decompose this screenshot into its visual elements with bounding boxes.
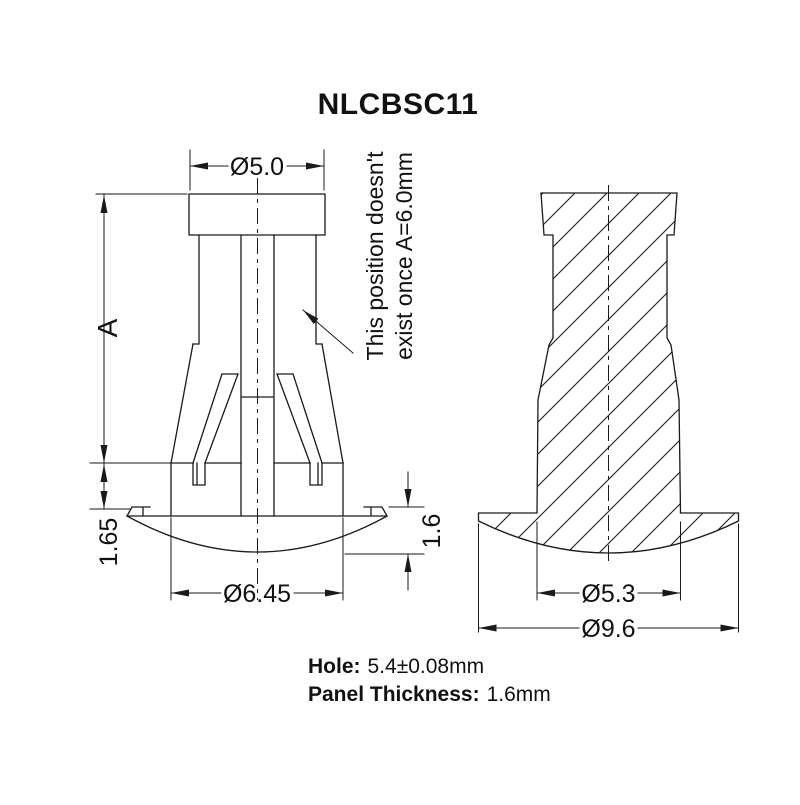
flange-outline (126, 506, 388, 517)
neck-outline (170, 462, 344, 517)
center-post (240, 234, 275, 517)
body-outline (192, 234, 323, 345)
leg-feet (192, 462, 323, 486)
page-title: NLCBSC11 (318, 88, 479, 121)
note-panel: Panel Thickness: 1.6mm (308, 683, 551, 706)
snap-legs (192, 373, 323, 464)
annotation-line1: This position doesn't (362, 151, 388, 361)
notes: Hole: 5.4±0.08mm Panel Thickness: 1.6mm (308, 655, 551, 706)
dim-base-diameter: Ø6.45 (223, 580, 291, 608)
dish-arc (126, 515, 388, 553)
dim-flange-height: 1.65 (95, 518, 123, 567)
left-view-dimensions: Ø5.0 A 1.65 1.6 Ø6.45 This position does… (89, 149, 446, 608)
note-hole: Hole: 5.4±0.08mm (308, 655, 484, 678)
dim-panel-gap: 1.6 (418, 514, 446, 549)
dim-flange-diameter: Ø9.6 (581, 615, 635, 643)
annotation-arrow-icon (303, 310, 319, 324)
annotation-line2: exist once A=6.0mm (391, 152, 417, 360)
annotation-note: This position doesn't exist once A=6.0mm (362, 151, 417, 361)
note-panel-label: Panel Thickness: (308, 683, 480, 706)
cone-outline (170, 343, 344, 464)
left-view (126, 178, 388, 600)
right-view-dimensions: Ø5.3 Ø9.6 (478, 521, 739, 643)
note-panel-value: 1.6mm (487, 683, 551, 706)
dim-height-label: A (92, 318, 123, 337)
right-view (477, 185, 740, 562)
dim-stem-diameter: Ø5.3 (581, 580, 635, 608)
dim-cap-diameter: Ø5.0 (230, 153, 284, 181)
note-hole-label: Hole: (308, 655, 361, 678)
note-hole-value: 5.4±0.08mm (368, 655, 485, 678)
cap-outline (188, 193, 326, 236)
